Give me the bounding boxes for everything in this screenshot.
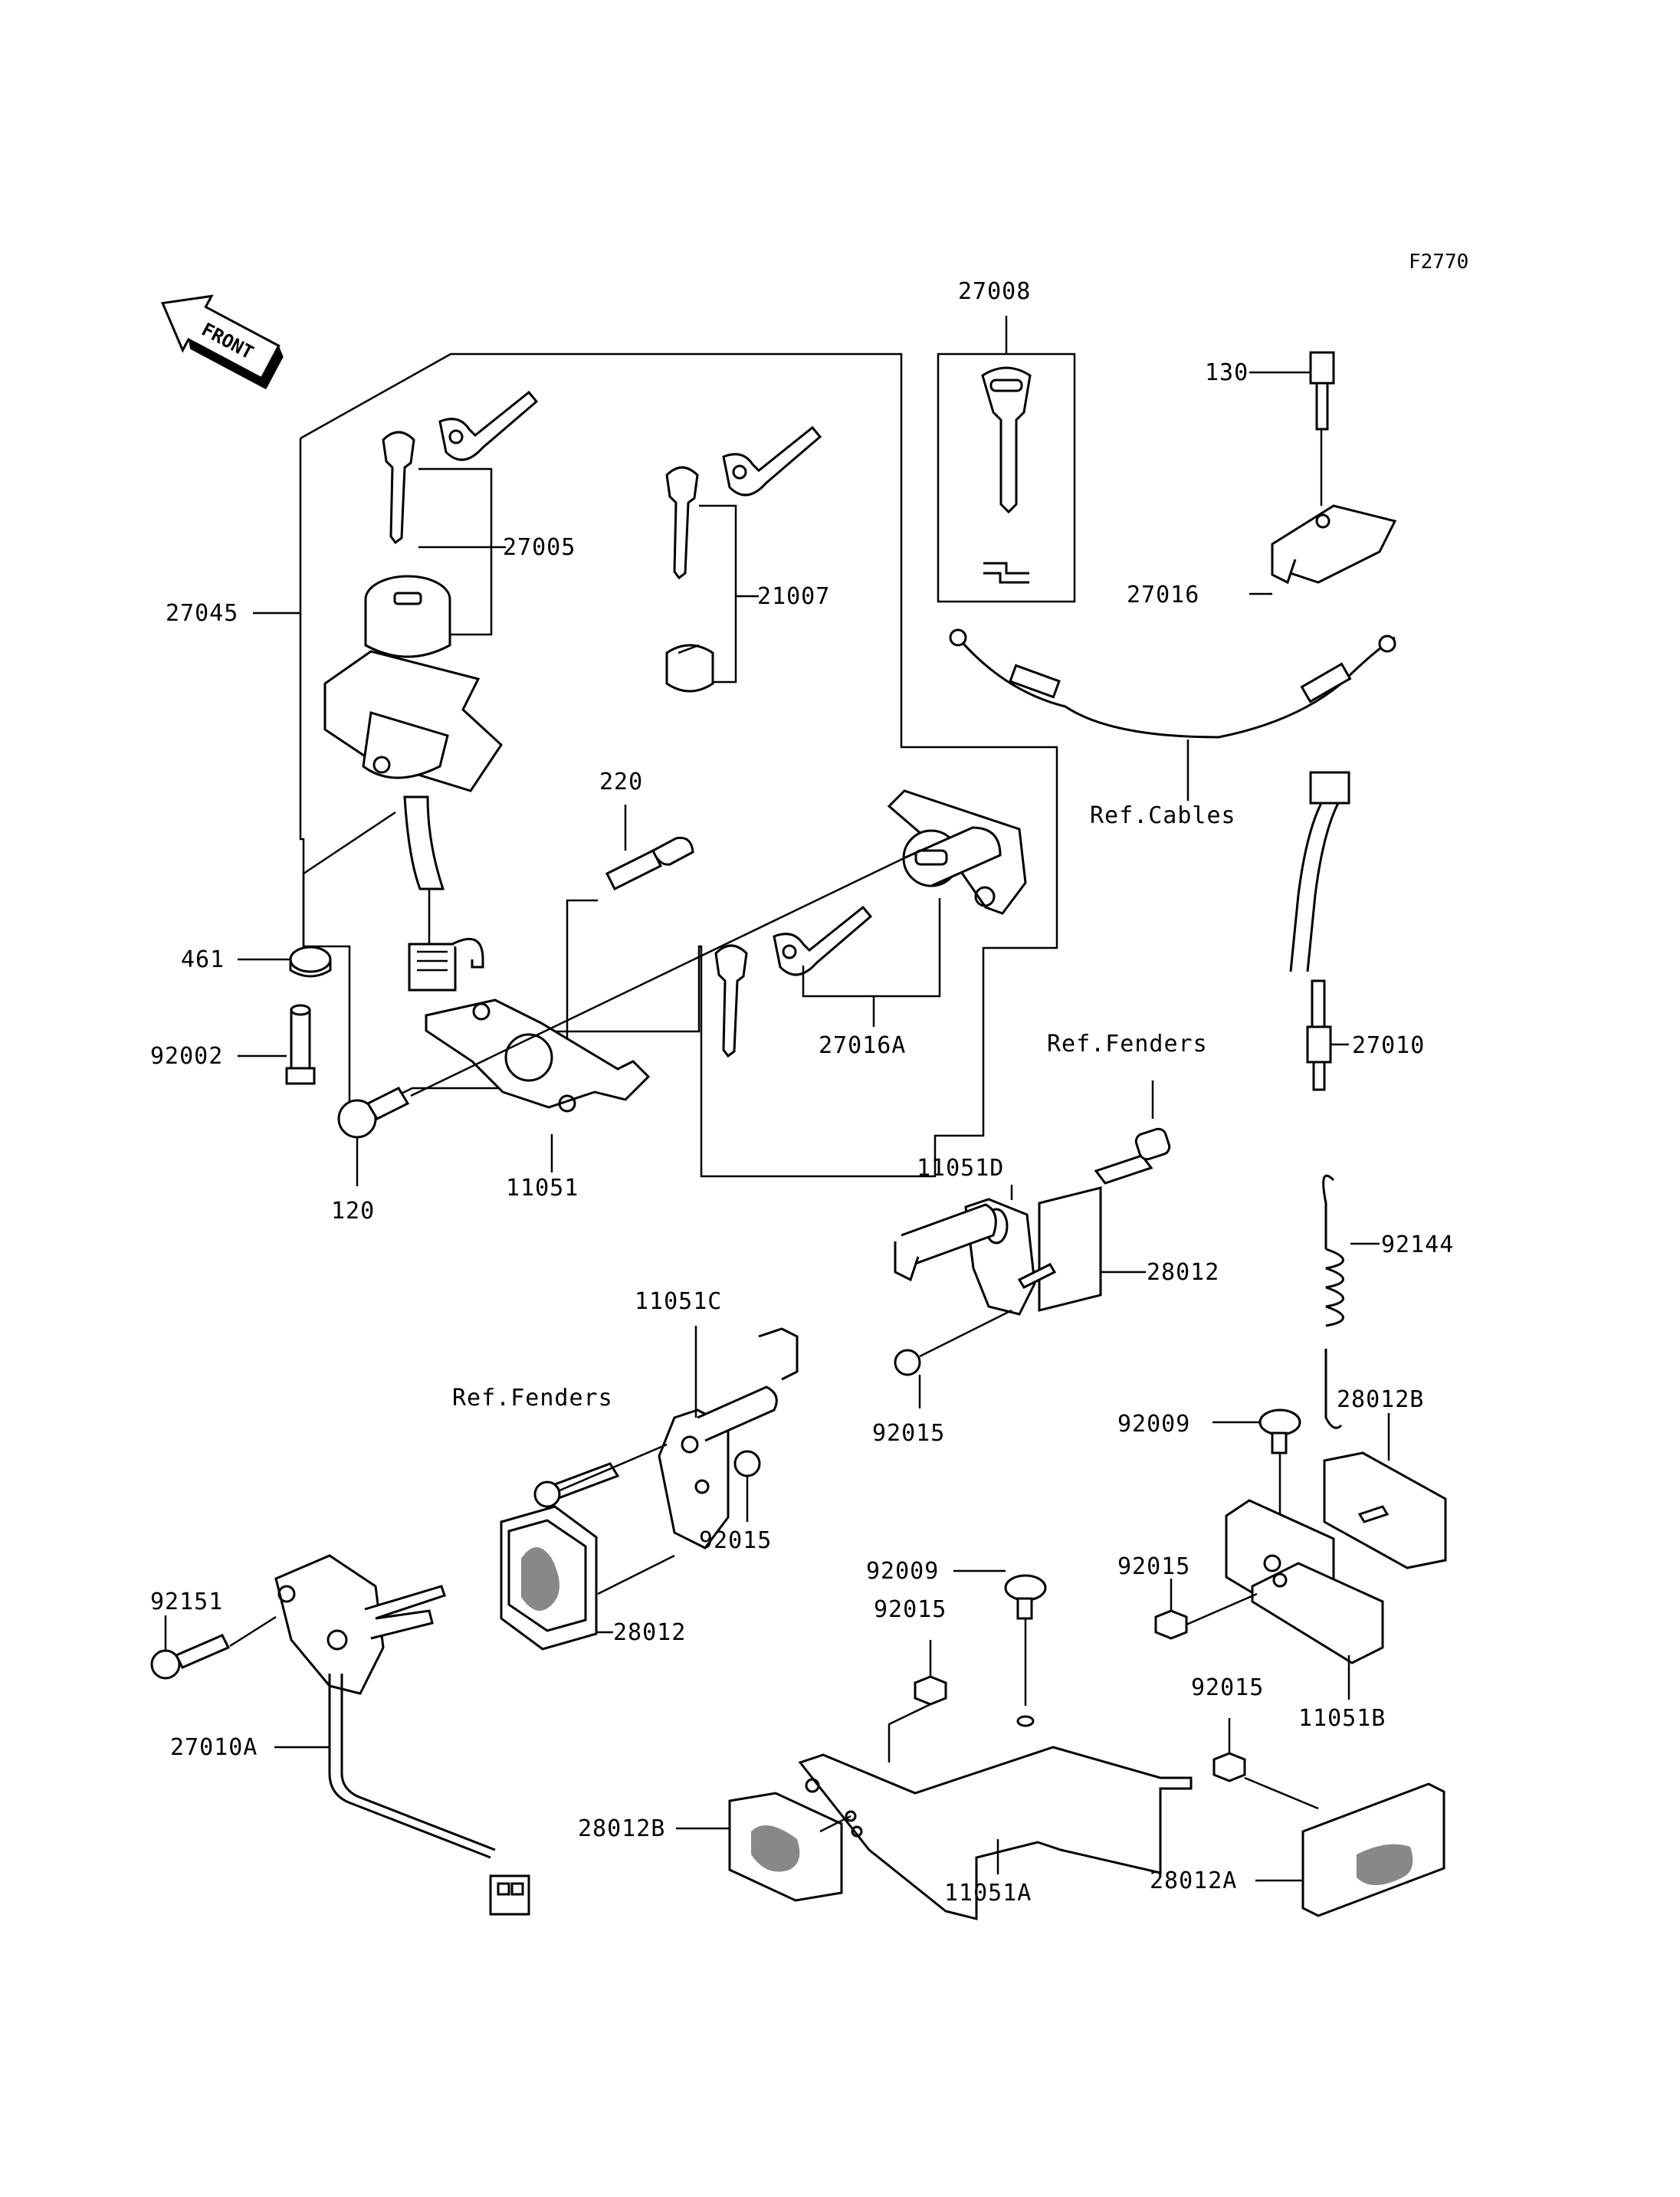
key-27008-icon xyxy=(981,366,1032,584)
label-92144: 92144 xyxy=(1381,1231,1454,1258)
bolt-92151-icon xyxy=(150,1634,231,1680)
label-28012B-bottom: 28012B xyxy=(578,1815,665,1842)
figure-code: F2770 xyxy=(1409,251,1468,274)
bracket-11051B-icon xyxy=(1225,1499,1384,1664)
label-92009-right: 92009 xyxy=(1117,1411,1190,1438)
lock-bracket-27016-icon xyxy=(1271,351,1397,585)
cables-icon xyxy=(949,628,1396,739)
label-92002: 92002 xyxy=(150,1043,223,1070)
bracket-11051C-icon xyxy=(533,1327,799,1549)
switch-27010-icon xyxy=(1289,771,1350,1091)
ignition-set-outline xyxy=(299,353,1058,1178)
reflector-28012-icon xyxy=(500,1505,598,1651)
washer-461-icon xyxy=(289,946,332,978)
label-461: 461 xyxy=(181,946,225,973)
label-28012-right: 28012 xyxy=(1147,1259,1219,1286)
label-92015-d: 92015 xyxy=(874,1596,947,1623)
nut-92015-bottom-icon xyxy=(1212,1752,1246,1782)
switch-27010A-icon xyxy=(274,1554,530,1916)
screw-92009-icon xyxy=(1258,1408,1301,1454)
lock-27016A-icon xyxy=(714,789,1027,1058)
label-21007: 21007 xyxy=(757,583,830,610)
label-ref-fenders-2: Ref.Fenders xyxy=(452,1385,613,1412)
label-130: 130 xyxy=(1205,359,1249,386)
bolt-220-icon xyxy=(605,836,694,891)
label-27045: 27045 xyxy=(166,600,238,627)
key-pair-21007-icon xyxy=(665,425,822,693)
label-92015-b: 92015 xyxy=(699,1527,772,1554)
bolt-120-icon xyxy=(337,1087,410,1139)
label-27010A: 27010A xyxy=(170,1734,258,1761)
label-28012A: 28012A xyxy=(1150,1867,1237,1894)
label-27005: 27005 xyxy=(503,534,576,561)
label-11051: 11051 xyxy=(506,1175,579,1202)
stud-92002-icon xyxy=(285,1004,316,1085)
label-92009-mid: 92009 xyxy=(866,1558,939,1585)
label-27016: 27016 xyxy=(1127,582,1199,608)
screw-92009-mid-icon xyxy=(1004,1574,1047,1620)
label-92015-a: 92015 xyxy=(872,1420,945,1447)
spring-92144-icon xyxy=(1322,1174,1344,1429)
label-11051D: 11051D xyxy=(917,1155,1004,1182)
label-27010: 27010 xyxy=(1352,1032,1425,1059)
bracket-11051A-icon xyxy=(798,1715,1193,1920)
reflector-28012B-right-icon xyxy=(1323,1451,1447,1569)
label-ref-cables: Ref.Cables xyxy=(1090,802,1236,829)
front-arrow-icon: FRONT xyxy=(161,294,284,390)
reflector-28012A-icon xyxy=(1301,1782,1445,1917)
nut-92015-mid-icon xyxy=(914,1675,947,1706)
label-11051B: 11051B xyxy=(1298,1705,1386,1732)
label-220: 220 xyxy=(599,769,643,795)
label-120: 120 xyxy=(331,1198,375,1225)
ignition-switch-icon xyxy=(323,575,503,992)
key-pair-27005-icon xyxy=(382,390,539,545)
reflector-28012B-bottom-icon xyxy=(728,1792,843,1902)
label-92015-e: 92015 xyxy=(1191,1674,1264,1701)
label-27008: 27008 xyxy=(958,278,1031,305)
label-28012B-right: 28012B xyxy=(1337,1386,1424,1413)
label-11051C: 11051C xyxy=(635,1288,722,1315)
label-ref-fenders-1: Ref.Fenders xyxy=(1047,1031,1208,1058)
label-11051A: 11051A xyxy=(944,1880,1032,1907)
label-28012-left: 28012 xyxy=(613,1619,686,1646)
label-27016A: 27016A xyxy=(819,1032,906,1059)
nut-92015-right-icon xyxy=(1154,1609,1188,1640)
label-92151: 92151 xyxy=(150,1589,223,1615)
bracket-11051-icon xyxy=(425,998,651,1113)
label-92015-c: 92015 xyxy=(1117,1553,1190,1580)
bracket-11051D-icon xyxy=(894,1127,1171,1376)
